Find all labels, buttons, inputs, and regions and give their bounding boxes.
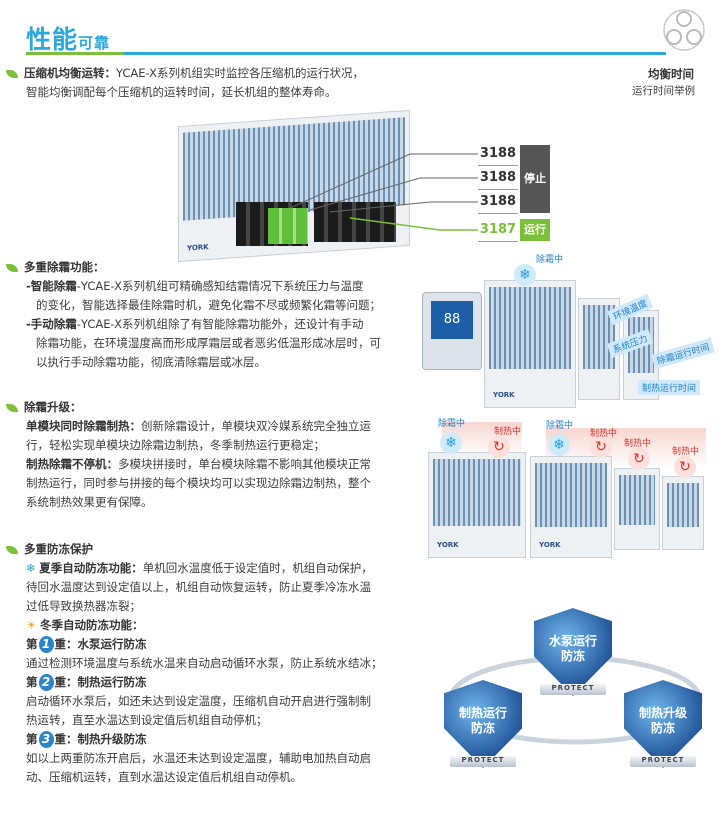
heating-cycle-icon: ↻ xyxy=(488,436,510,458)
running-compressors xyxy=(268,208,308,244)
snowflake-icon: ❄ xyxy=(26,561,36,575)
section-antifreeze: 多重防冻保护 ❄ 夏季自动防冻功能：单机回水温度低于设定值时，机组自动保护， 待… xyxy=(6,540,406,787)
counter-4: 3187 xyxy=(478,219,518,242)
sun-icon: ☀ xyxy=(26,618,37,632)
heating-cycle-icon: ↻ xyxy=(674,456,696,478)
section-defrost-upgrade: 除霜升级： 单模块同时除霜制热：创新除霜设计，单模块双冷媒系统完全独立运 行，轻… xyxy=(6,398,406,512)
defrost-diagram: 88 YORK ❄ 除霜中 环境温度 系统压力 除霜运行时间 制热运行时间 xyxy=(418,250,718,410)
title-underline xyxy=(26,52,666,55)
counter-3: 3188 xyxy=(478,191,518,214)
shield-heating-upgrade-antifreeze: 制热升级 防冻 xyxy=(624,680,702,768)
snowflake-icon: ❄ xyxy=(440,432,462,454)
shield-heating-antifreeze: 制热运行 防冻 xyxy=(444,680,522,768)
stop-badge: 停止 xyxy=(520,145,550,213)
counter-leader-lines xyxy=(290,153,478,231)
counter-2: 3188 xyxy=(478,167,518,190)
counter-1: 3188 xyxy=(478,143,518,166)
leaf-icon xyxy=(6,263,18,272)
section-multi-defrost: 多重除霜功能： -智能除霜-YCAE-X系列机组可精确感知结霜情况下系统压力与温… xyxy=(6,258,406,372)
step-2-badge: 2 xyxy=(38,674,54,691)
leaf-icon xyxy=(6,403,18,412)
step-3-badge: 3 xyxy=(38,731,54,748)
controller-panel: 88 xyxy=(422,292,482,370)
triangle-logo-icon xyxy=(663,9,705,51)
step-1-badge: 1 xyxy=(38,636,54,653)
snowflake-icon: ❄ xyxy=(514,264,536,286)
heating-cycle-icon: ↻ xyxy=(590,436,612,458)
defrost-heating-diagram: YORK ❄ ↻ 除霜中 制热中 YORK ❄ ↻ ↻ ↻ 除霜中 制热中 制热… xyxy=(418,412,718,562)
arrow-label-defrost-time: 除霜运行时间 xyxy=(651,337,715,370)
run-badge: 运行 xyxy=(520,219,550,241)
antifreeze-shields: 水泵运行 防冻 PROTECT 制热运行 防冻 PROTECT 制热升级 防冻 … xyxy=(440,600,710,800)
balance-time-subtitle: 运行时间举例 xyxy=(632,85,695,97)
arrow-label-heating-time: 制热运行时间 xyxy=(638,380,701,395)
leaf-icon xyxy=(6,545,18,554)
balance-time-title: 均衡时间 xyxy=(648,67,694,81)
section-compressor-balance: 压缩机均衡运转：YCAE-X系列机组实时监控各压缩机的运行状况， 智能均衡调配每… xyxy=(6,64,426,102)
page-title: 性能可靠 xyxy=(26,25,111,54)
heating-cycle-icon: ↻ xyxy=(628,448,650,470)
snowflake-icon: ❄ xyxy=(548,434,570,456)
leaf-icon xyxy=(6,69,18,78)
